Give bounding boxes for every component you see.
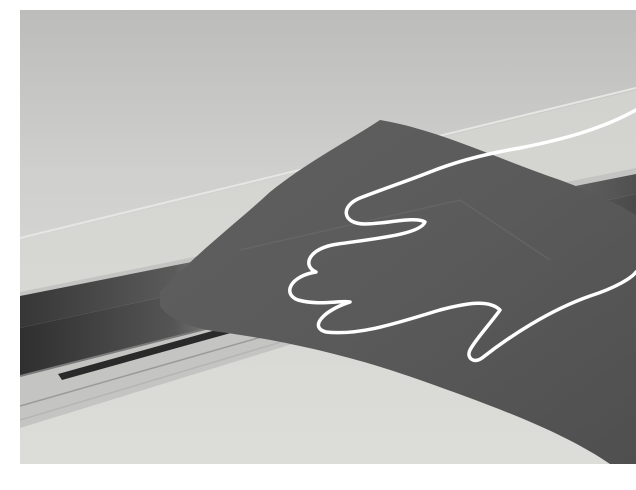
illustration-svg (20, 10, 636, 464)
illustration-scene (20, 10, 636, 464)
